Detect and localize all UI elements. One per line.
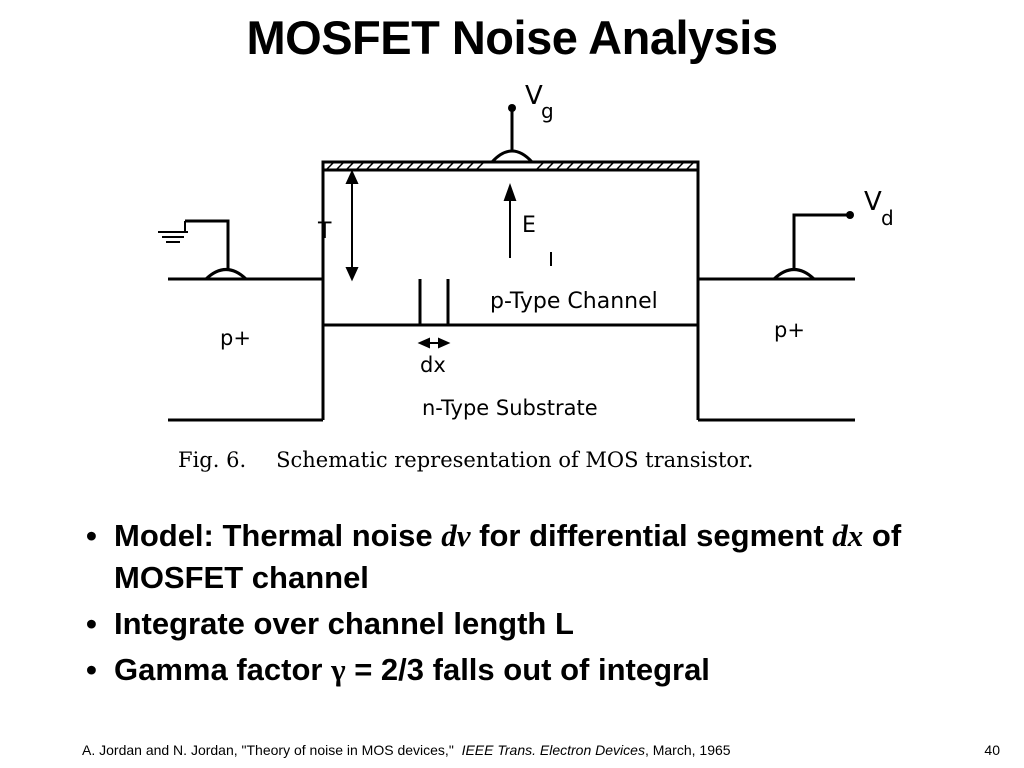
drain-terminal — [846, 211, 854, 219]
channel-label: p-Type Channel — [490, 289, 658, 314]
citation-footnote: A. Jordan and N. Jordan, "Theory of nois… — [82, 742, 731, 758]
bullet-item: •Gamma factor γ = 2/3 falls out of integ… — [86, 652, 710, 687]
mos-transistor-figure: V g V d T E p-Type Channel dx n-Type Sub… — [140, 80, 900, 480]
field-arrow — [503, 183, 552, 266]
drain-voltage-subscript: d — [881, 206, 894, 230]
ground-icon — [158, 221, 188, 243]
dx-arrow — [417, 337, 451, 349]
substrate-label: n-Type Substrate — [422, 396, 598, 420]
figure-caption: Fig. 6. Schematic representation of MOS t… — [178, 448, 753, 472]
caption-text: Schematic representation of MOS transist… — [276, 448, 754, 472]
page-number: 40 — [984, 742, 1000, 758]
drain-wire — [792, 213, 850, 270]
gate-voltage-subscript: g — [541, 99, 554, 123]
segment-label: dx — [420, 353, 446, 377]
gate-hatching — [325, 161, 695, 171]
thickness-arrow — [345, 169, 359, 282]
bullet-item: •Model: Thermal noise dv for differentia… — [86, 518, 902, 595]
field-label: E — [522, 213, 536, 238]
bullet-item: •Integrate over channel length L — [86, 606, 574, 641]
slide-title: MOSFET Noise Analysis — [246, 11, 778, 64]
gate-terminal — [508, 104, 516, 112]
gate-contact — [490, 149, 534, 164]
source-region-label: p+ — [220, 326, 251, 350]
source-wire — [185, 219, 230, 270]
source-contact — [204, 268, 248, 281]
drain-voltage-label: V — [864, 187, 882, 217]
caption-label: Fig. 6. — [178, 448, 247, 472]
gate-voltage-label: V — [525, 81, 543, 111]
bullet-list: •Model: Thermal noise dv for differentia… — [82, 515, 982, 695]
drain-region-label: p+ — [774, 318, 805, 342]
thickness-label: T — [317, 219, 332, 244]
mos-schematic: V g V d T E p-Type Channel dx n-Type Sub… — [158, 81, 894, 422]
